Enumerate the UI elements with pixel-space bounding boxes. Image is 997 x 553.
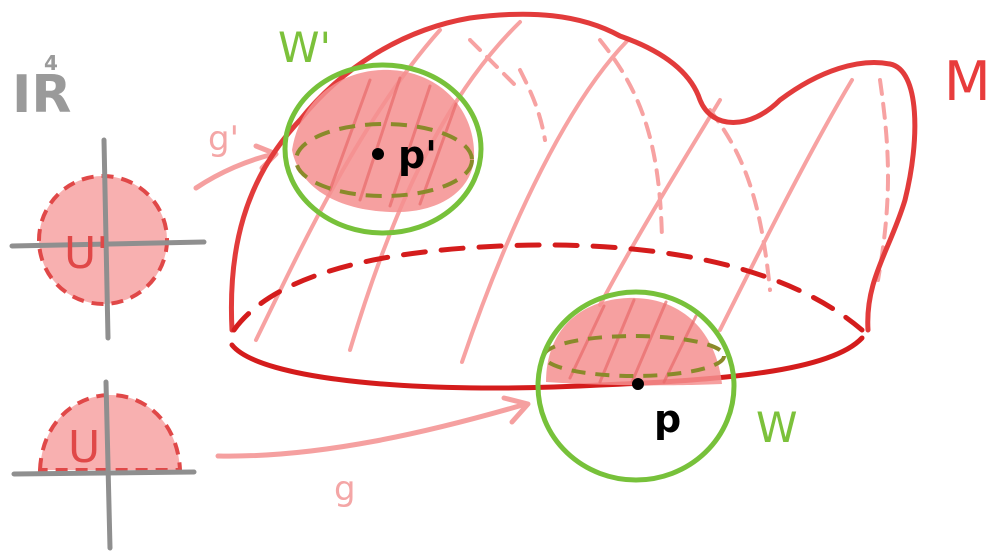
chart-interior: U' [12, 140, 204, 338]
chart-interior-label: U' [64, 228, 108, 279]
space-exponent: 4 [44, 51, 58, 75]
manifold-label: M [944, 50, 991, 113]
map-boundary-arrow-shaft [218, 404, 526, 456]
point-interior-label: p' [398, 133, 437, 177]
map-interior-label: g' [208, 119, 239, 159]
nbhd-interior-label: W' [278, 23, 331, 72]
map-boundary-arrow: g [218, 398, 528, 509]
space-label-text: IR [12, 65, 71, 125]
chart-boundary: U [14, 382, 194, 548]
point-interior [372, 148, 384, 160]
space-label: IR 4 [12, 51, 71, 125]
nbhd-interior: p' W' [278, 23, 481, 233]
nbhd-interior-region [292, 70, 474, 212]
manifold-boundary-back [234, 245, 862, 330]
chart-boundary-label: U [68, 422, 100, 473]
point-boundary [632, 378, 644, 390]
nbhd-boundary-label: W [756, 403, 798, 452]
chart-boundary-x-axis [14, 472, 194, 474]
point-boundary-label: p [654, 397, 681, 441]
map-interior-arrow: g' [196, 119, 276, 188]
map-boundary-label: g [334, 469, 356, 509]
